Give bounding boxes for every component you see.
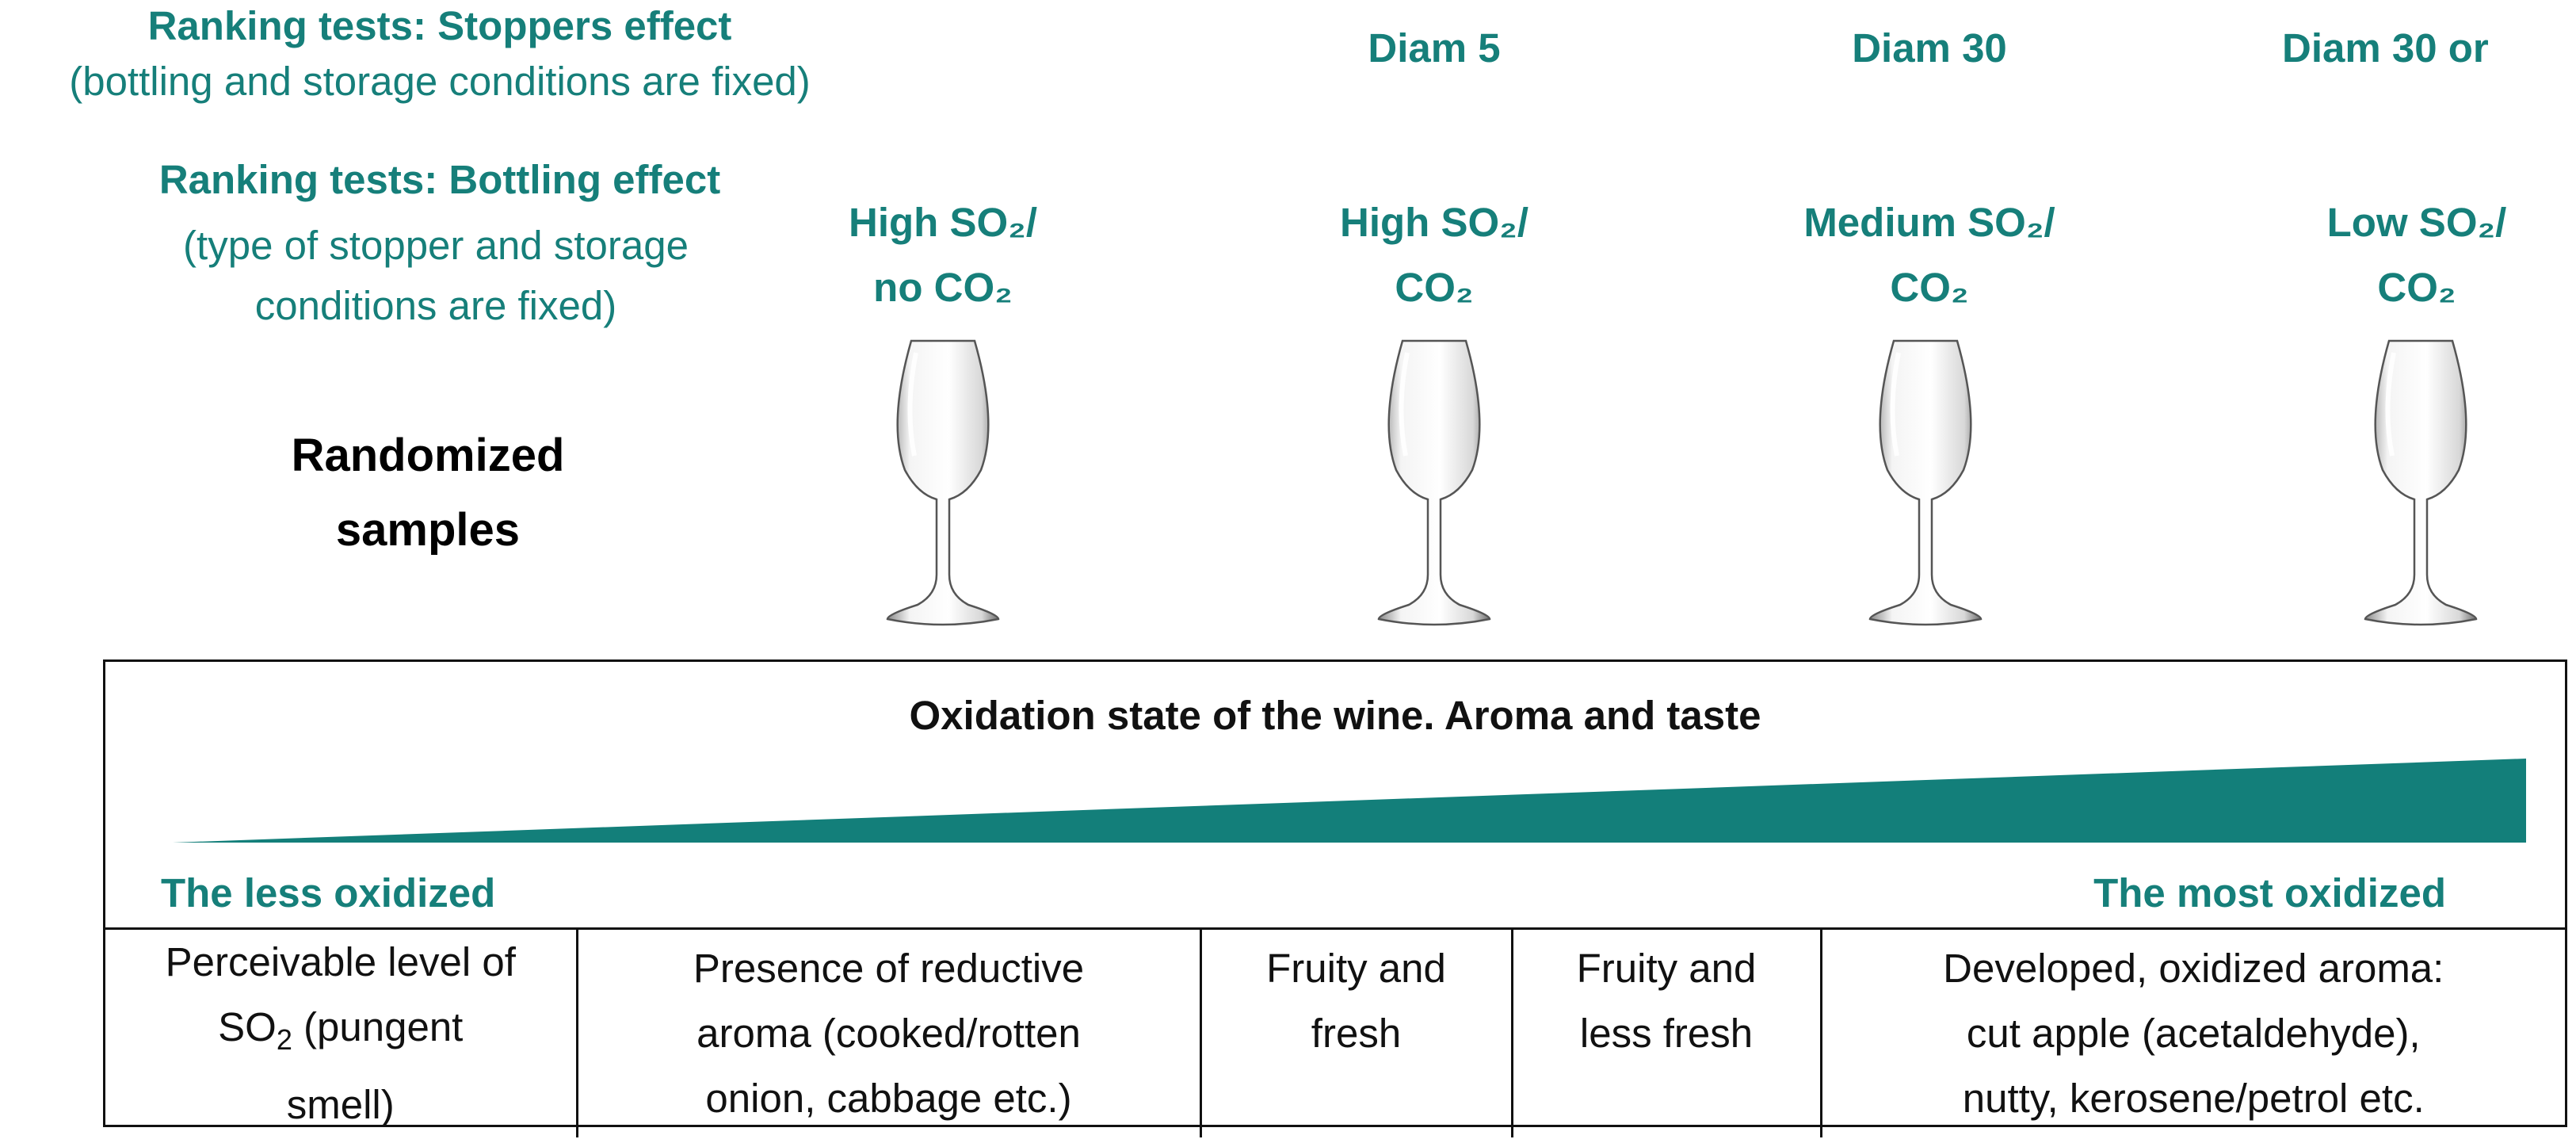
descriptor-fruity-less-fresh: Fruity and less fresh xyxy=(1510,927,1821,1138)
sample-2-stopper: Diam 5 xyxy=(1368,25,1501,71)
wine-glass-icon xyxy=(2364,339,2478,626)
sample-3-bottling-line1: Medium SO₂/ xyxy=(1803,200,2055,245)
less-oxidized-label: The less oxidized xyxy=(161,870,496,916)
sample-4-bottling-line2: CO₂ xyxy=(2377,265,2456,310)
descriptor-so2-line1: Perceivable level of xyxy=(165,939,516,984)
oxidation-scale-box: Oxidation state of the wine. Aroma and t… xyxy=(103,659,2567,1138)
stoppers-test-title: Ranking tests: Stoppers effect xyxy=(147,3,732,48)
sample-3-stopper: Diam 30 xyxy=(1852,25,2007,71)
sample-4-bottling: Low SO₂/ CO₂ xyxy=(2274,190,2559,320)
wine-glass-icon xyxy=(1868,339,1983,626)
sample-2-bottling-line1: High SO₂/ xyxy=(1340,200,1528,245)
bottling-test-title: Ranking tests: Bottling effect xyxy=(158,157,721,202)
descriptor-oxidized-line1: Developed, oxidized aroma: xyxy=(1943,946,2444,992)
wine-glass-icon xyxy=(1377,339,1491,626)
descriptor-table: Perceivable level of SO2 (pungent smell)… xyxy=(105,927,2565,1138)
randomized-samples-label: Randomized samples xyxy=(291,430,565,556)
descriptor-reductive: Presence of reductive aroma (cooked/rott… xyxy=(575,927,1200,1138)
descriptor-so2-line2: SO2 (pungent xyxy=(110,995,571,1072)
stoppers-test-subtitle: (bottling and storage conditions are fix… xyxy=(69,59,811,104)
descriptor-reductive-line2: aroma (cooked/rotten xyxy=(696,1011,1081,1057)
descriptor-fruity-fresh-line1: Fruity and xyxy=(1266,946,1446,992)
sample-2-bottling: High SO₂/ CO₂ xyxy=(1292,190,1577,320)
sample-4-bottling-line1: Low SO₂/ xyxy=(2326,200,2507,245)
descriptor-so2-text-post: (pungent xyxy=(292,1004,464,1049)
sample-4-stopper: Diam 30 or xyxy=(2282,25,2489,71)
sample-1-bottling: High SO₂/ no CO₂ xyxy=(800,190,1086,320)
descriptor-so2-text: SO xyxy=(218,1004,277,1049)
descriptor-row: Perceivable level of SO2 (pungent smell)… xyxy=(105,927,2565,1138)
descriptor-oxidized-line3: nutty, kerosene/petrol etc. xyxy=(1962,1076,2425,1122)
descriptor-reductive-line1: Presence of reductive xyxy=(693,946,1085,992)
descriptor-fruity-fresh: Fruity and fresh xyxy=(1199,927,1512,1138)
oxidation-scale-title: Oxidation state of the wine. Aroma and t… xyxy=(909,693,1761,738)
sample-1-bottling-line2: no CO₂ xyxy=(873,265,1013,310)
descriptor-so2: Perceivable level of SO2 (pungent smell) xyxy=(105,927,577,1138)
descriptor-fruity-fresh-line2: fresh xyxy=(1311,1011,1402,1057)
sample-3-bottling: Medium SO₂/ CO₂ xyxy=(1767,190,2092,320)
descriptor-fruity-less-fresh-line1: Fruity and xyxy=(1576,946,1757,992)
descriptor-oxidized: Developed, oxidized aroma: cut apple (ac… xyxy=(1819,927,2565,1138)
descriptor-reductive-line3: onion, cabbage etc.) xyxy=(705,1076,1072,1122)
wine-glass-icon xyxy=(886,339,1000,626)
descriptor-oxidized-line2: cut apple (acetaldehyde), xyxy=(1966,1011,2421,1057)
most-oxidized-label: The most oxidized xyxy=(2093,870,2446,916)
oxidation-gradient-wedge xyxy=(173,759,2526,843)
bottling-test-subtitle: (type of stopper and storage conditions … xyxy=(183,223,689,328)
sample-3-bottling-line2: CO₂ xyxy=(1890,265,1969,310)
descriptor-fruity-less-fresh-line2: less fresh xyxy=(1579,1011,1754,1057)
descriptor-so2-subscript: 2 xyxy=(276,1023,292,1057)
sample-2-bottling-line2: CO₂ xyxy=(1395,265,1474,310)
sample-1-bottling-line1: High SO₂/ xyxy=(849,200,1037,245)
descriptor-so2-line3: smell) xyxy=(286,1082,395,1128)
